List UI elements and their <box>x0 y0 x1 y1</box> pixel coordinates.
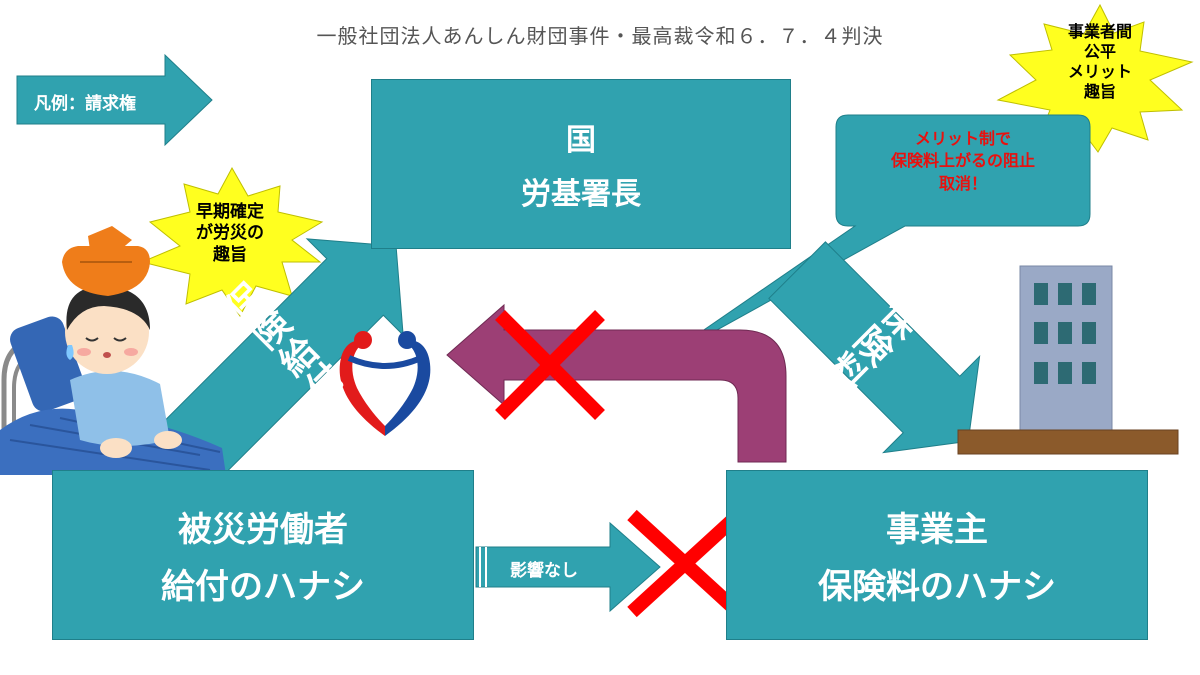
employer-box: 事業主 保険料のハナシ <box>726 470 1148 640</box>
worker-box: 被災労働者 給付のハナシ <box>52 470 474 640</box>
callout-text: メリット制で 保険料上がるの阻止 取消！ <box>840 128 1086 195</box>
state-box-line1: 国 <box>566 123 596 158</box>
worker-box-line1: 被災労働者 <box>178 510 348 550</box>
legend-arrow <box>16 53 213 147</box>
red-cross-top <box>495 310 605 420</box>
red-cross-bottom <box>627 509 743 618</box>
callout-line: メリット制で <box>914 129 1011 148</box>
purple-bent-arrow <box>446 303 787 463</box>
employer-box-line1: 事業主 <box>886 510 988 550</box>
legend-label: 凡例：請求権 <box>34 94 136 114</box>
worker-box-line2: 給付のハナシ <box>161 567 365 607</box>
star-left-text: 早期確定 が労災の 趣旨 <box>175 202 285 266</box>
star-top-right-line: 趣旨 <box>1083 82 1116 101</box>
building-icon <box>957 265 1179 455</box>
page-title: 一般社団法人あんしん財団事件・最高裁令和６．７．４判決 <box>316 24 884 48</box>
star-left-line: が労災の <box>196 223 264 244</box>
star-top-right-line: 事業者間 <box>1067 22 1132 41</box>
premium-arrow-shape <box>768 241 981 454</box>
state-box-line2: 労基署長 <box>521 177 641 212</box>
star-top-right-line: 公平 <box>1083 42 1116 61</box>
no-effect-arrow-shape <box>475 521 661 613</box>
star-left <box>140 166 324 317</box>
star-top-right-line: メリット <box>1067 62 1132 81</box>
callout-line: 取消！ <box>938 173 987 193</box>
sick-worker-illustration <box>0 226 226 475</box>
star-top-right <box>996 3 1194 153</box>
benefit-arrow-shape <box>154 238 404 488</box>
callout-line: 保険料上がるの阻止 <box>890 151 1035 171</box>
star-left-line: 早期確定 <box>196 202 264 222</box>
star-left-line: 趣旨 <box>213 244 247 265</box>
employer-box-line2: 保険料のハナシ <box>818 567 1056 607</box>
ministry-logo <box>339 331 431 436</box>
no-effect-label: 影響なし <box>510 561 578 581</box>
state-box: 国 労基署長 <box>371 79 791 249</box>
star-top-right-text: 事業者間 公平 メリット 趣旨 <box>1040 22 1160 102</box>
